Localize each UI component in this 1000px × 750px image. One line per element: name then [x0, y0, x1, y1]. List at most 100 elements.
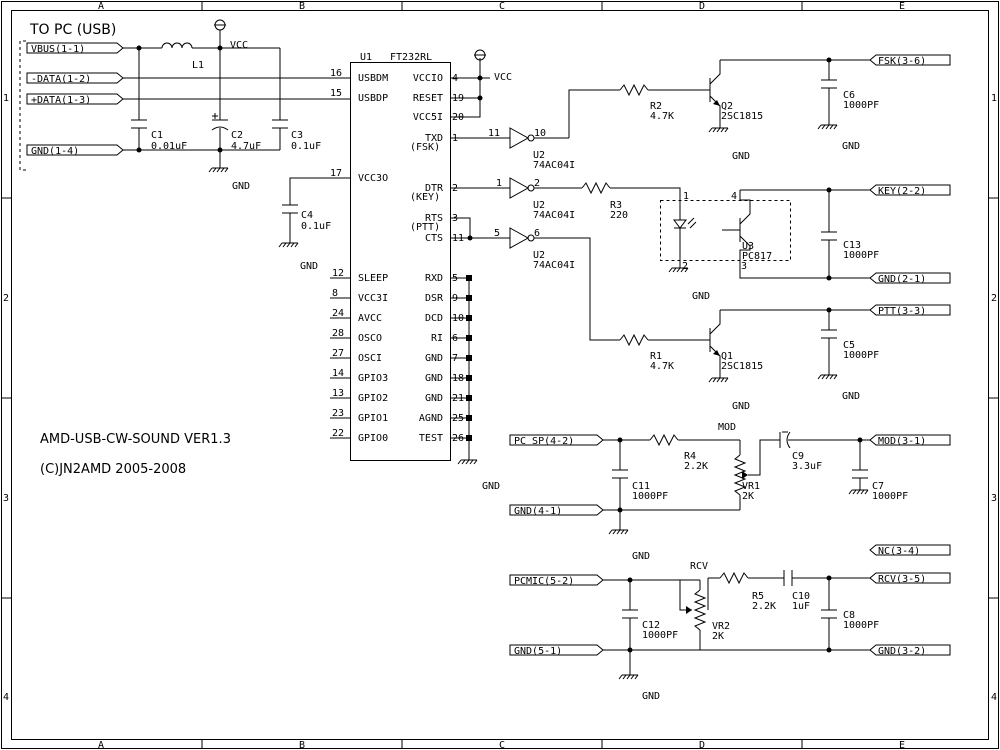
capacitor-c1: C1 0.01uF [131, 119, 187, 152]
port-ptt: PTT(3-3) [869, 304, 951, 317]
gnd-label-mod: GND [632, 551, 650, 562]
svg-text:FSK(3-6): FSK(3-6) [878, 56, 926, 67]
resistor-r5: R5 2.2K [719, 571, 776, 612]
row-label-left-2: 2 [3, 293, 9, 304]
mod-wires [603, 437, 870, 530]
svg-text:4.7K: 4.7K [650, 361, 674, 372]
ic-pin-name: VCC3I [358, 293, 388, 304]
port-gnd-4-1: GND(4-1) [509, 504, 604, 517]
svg-text:2: 2 [682, 261, 688, 272]
capacitor-c7: C7 1000PF [852, 469, 908, 502]
inverter-u2b: 1 2 U2 74AC04I [450, 177, 582, 221]
ic-u1-pin-ri-6: RI 6 [431, 333, 472, 344]
inverter-u2c: 5 6 U2 74AC04I [450, 217, 620, 341]
svg-text:C7: C7 [872, 481, 884, 492]
ic-pin-number: 12 [332, 268, 344, 279]
ic-pin-name: AGND [419, 413, 443, 424]
svg-text:2SC1815: 2SC1815 [721, 111, 763, 122]
col-label-top-c: C [499, 1, 505, 12]
gnd-label-c5: GND [842, 391, 860, 402]
port-gnd-2-1: GND(2-1) [869, 272, 951, 285]
svg-text:4.7K: 4.7K [650, 111, 674, 122]
ic-u1-pin-vcc3i: 8 VCC3I [330, 288, 388, 304]
gnd-label-u3: GND [692, 291, 710, 302]
ic-pin-number: 6 [452, 333, 458, 344]
ic-pin-name: RI [431, 333, 443, 344]
svg-text:PC817: PC817 [742, 251, 772, 262]
svg-text:6: 6 [534, 228, 540, 239]
svg-text:Q1: Q1 [721, 351, 733, 362]
col-label-bottom-c: C [499, 740, 505, 750]
u1-vcc-net: VCC [450, 49, 512, 118]
svg-text:2K: 2K [742, 491, 754, 502]
svg-text:PTT(3-3): PTT(3-3) [878, 306, 926, 317]
gnd-label-q2: GND [732, 151, 750, 162]
ic-pin-number: 17 [330, 168, 342, 179]
capacitor-c5: C5 1000PF GND [821, 307, 879, 402]
port-gnd-5-1: GND(5-1) [509, 644, 604, 657]
ic-pin-name: DTR [425, 183, 444, 194]
ic-pin-name: DSR [425, 293, 444, 304]
ic-pin-number: 22 [332, 428, 344, 439]
svg-text:74AC04I: 74AC04I [533, 160, 575, 171]
ic-pin-number: 21 [452, 393, 464, 404]
svg-text:VR2: VR2 [712, 621, 730, 632]
svg-text:C13: C13 [843, 240, 861, 251]
capacitor-c6: C6 1000PF GND [821, 57, 879, 152]
ic-pin-name: OSCO [358, 333, 382, 344]
col-label-bottom-a: A [98, 740, 104, 750]
ic-pin-name: VCCIO [413, 73, 443, 84]
svg-text:2SC1815: 2SC1815 [721, 361, 763, 372]
usb-port-vbus: VBUS(1-1) [26, 42, 124, 55]
resistor-r4: R4 2.2K [649, 433, 708, 472]
svg-text:U1: U1 [360, 52, 372, 63]
svg-text:C3: C3 [291, 130, 303, 141]
ic-u1-ft232rl: U1 FT232RL [350, 52, 451, 461]
svg-text:C5: C5 [843, 340, 855, 351]
svg-text:220: 220 [610, 210, 628, 221]
ic-pin-name: RTS [425, 213, 443, 224]
svg-text:C6: C6 [843, 90, 855, 101]
svg-text:C8: C8 [843, 610, 855, 621]
ic-pin-number: 8 [332, 288, 338, 299]
svg-text:U3: U3 [742, 241, 754, 252]
ic-pin-name: GPIO1 [358, 413, 388, 424]
svg-text:1000PF: 1000PF [642, 630, 678, 641]
svg-text:1000PF: 1000PF [843, 100, 879, 111]
capacitor-c11: C11 1000PF GND [612, 469, 668, 562]
ic-pin-name: TXD [425, 133, 443, 144]
ic-pin-number: 7 [452, 353, 458, 364]
svg-text:PC SP(4-2): PC SP(4-2) [514, 436, 574, 447]
ic-pin-name: VCC3O [358, 173, 388, 184]
svg-text:+DATA(1-3): +DATA(1-3) [31, 95, 91, 106]
svg-text:2: 2 [534, 178, 540, 189]
capacitor-c8: C8 1000PF [821, 609, 879, 631]
col-label-bottom-b: B [299, 740, 305, 750]
svg-text:0.01uF: 0.01uF [151, 141, 187, 152]
resistor-r3: R3 220 [581, 181, 681, 221]
svg-text:GND(5-1): GND(5-1) [514, 646, 562, 657]
svg-text:-DATA(1-2): -DATA(1-2) [31, 74, 91, 85]
ic-pin-number: 28 [332, 328, 344, 339]
svg-text:5: 5 [494, 228, 500, 239]
svg-text:U2: U2 [533, 250, 545, 261]
port-key: KEY(2-2) [869, 184, 951, 197]
port-pc-sp: PC SP(4-2) [509, 434, 604, 447]
row-label-right-4: 4 [991, 692, 997, 703]
port-mod: MOD(3-1) [869, 434, 951, 447]
svg-text:74AC04I: 74AC04I [533, 210, 575, 221]
ic-pin-name: GPIO2 [358, 393, 388, 404]
ic-pin-sub-fsk: (FSK) [410, 142, 440, 153]
usb-port-data-plus: +DATA(1-3) [26, 93, 124, 106]
ic-pin-number: 14 [332, 368, 344, 379]
ic-pin-sub-key: (KEY) [410, 192, 440, 203]
gnd-label-c6: GND [842, 141, 860, 152]
